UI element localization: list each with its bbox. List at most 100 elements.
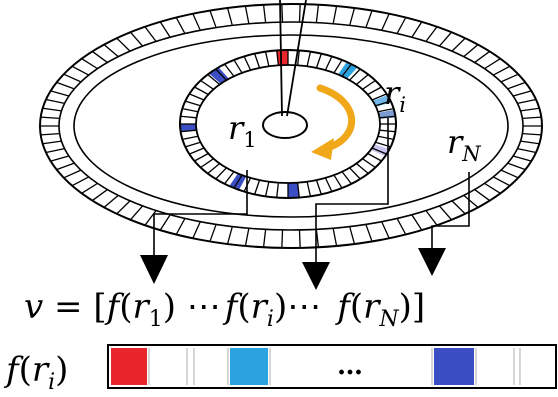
inner-ring-tick xyxy=(349,68,361,81)
inner-ring-tick xyxy=(224,63,235,77)
outer-ring-tick xyxy=(192,13,201,31)
inner-ring-colored-cell xyxy=(180,124,197,132)
outer-ring-tick xyxy=(411,21,423,38)
outer-ring-tick xyxy=(451,37,466,52)
inner-ring-tick xyxy=(341,171,352,185)
outer-ring-band xyxy=(39,3,543,249)
outer-ring-tick xyxy=(81,58,98,70)
inner-ring-tick xyxy=(349,167,361,180)
inner-ring-colored-cell xyxy=(276,50,288,66)
outer-ring-tick xyxy=(512,90,532,97)
inner-ring-tick xyxy=(254,53,261,69)
outer-ring-tick xyxy=(365,224,373,242)
outer-ring-tick xyxy=(500,73,519,83)
inner-ring-tick xyxy=(315,53,322,69)
connector-ri xyxy=(302,118,389,290)
inner-ring-tick xyxy=(355,162,369,175)
feature-bar: … xyxy=(107,344,557,389)
outer-ring-tick xyxy=(381,221,390,239)
outer-ring-tick xyxy=(45,147,65,154)
feature-cell-cyan xyxy=(230,348,268,385)
inner-ring-tick xyxy=(264,181,270,197)
outer-ring-tick xyxy=(159,21,171,38)
outer-ring-tick xyxy=(451,200,466,215)
inner-ring-tick xyxy=(324,56,333,71)
outer-ring-tick xyxy=(474,189,491,202)
inner-ring-tick xyxy=(362,79,376,90)
outer-ring-tick xyxy=(484,182,501,194)
outer-ring-tick xyxy=(209,224,217,242)
inner-ring-tick xyxy=(200,79,214,90)
inner-ring-tick xyxy=(207,73,221,86)
outer-ring-tick xyxy=(298,4,301,23)
inner-ring-ticks xyxy=(180,50,396,198)
inner-ring-tick xyxy=(182,107,199,113)
outer-ring-tick xyxy=(463,194,479,208)
inner-ring-tick xyxy=(254,179,261,195)
outer-ring-tick xyxy=(507,162,526,171)
feature-bar-ellipsis: … xyxy=(337,351,363,381)
outer-ring-tick xyxy=(520,140,540,145)
inner-ring-tick xyxy=(189,147,205,155)
inner-ring-tick xyxy=(306,51,312,67)
outer-ring-tick xyxy=(315,4,320,23)
outer-ring-tick xyxy=(463,44,479,58)
outer-ring-tick xyxy=(175,17,186,34)
outer-ring-ticks xyxy=(40,4,542,248)
outer-ring-tick xyxy=(56,162,75,171)
inner-ring-colored-cell xyxy=(209,67,229,84)
outer-ring-tick xyxy=(244,228,250,247)
inner-ring-tick xyxy=(180,115,197,119)
center-ellipse xyxy=(262,111,308,139)
outer-ring-tick xyxy=(396,17,407,34)
outer-ring-tick xyxy=(262,4,267,23)
outer-ring-tick xyxy=(226,7,233,26)
connector-rN xyxy=(418,172,470,276)
outer-ring-tick xyxy=(40,132,60,136)
outer-ring-tick xyxy=(474,50,491,63)
outer-ring-tick xyxy=(349,226,356,245)
feature-row-label: f(ri) xyxy=(3,350,68,395)
outer-ring-tick xyxy=(116,200,131,215)
inner-ring-tick xyxy=(185,141,201,148)
outer-ring-tick xyxy=(425,210,438,226)
outer-ring-tick xyxy=(365,10,373,28)
radius-line-left xyxy=(279,0,283,117)
inner-ring-tick xyxy=(377,135,394,141)
inner-ring-colored-cell xyxy=(372,95,392,107)
outer-ring-tick xyxy=(520,107,540,112)
inner-ring-tick xyxy=(264,51,270,67)
label-ri: ri xyxy=(384,74,406,117)
outer-ring-tick xyxy=(522,132,542,136)
outer-ring-tick xyxy=(116,37,131,52)
outer-ring-tick xyxy=(281,4,284,23)
outer-ring-tick xyxy=(56,81,75,90)
outer-ring-tick xyxy=(159,214,171,231)
outer-ring-tick xyxy=(493,65,511,76)
inner-ring-tick xyxy=(215,68,227,81)
inner-ring-tick xyxy=(276,182,280,198)
outer-ring-tick xyxy=(262,229,267,248)
outer-ring-tick xyxy=(500,169,519,179)
inner-ring-tick xyxy=(371,93,387,101)
inner-ring-tick xyxy=(180,129,197,133)
outer-ring-tick xyxy=(517,98,537,105)
outer-ring-tick xyxy=(332,5,338,24)
outer-ring-tick xyxy=(103,44,119,58)
rotation-arrow xyxy=(311,84,356,160)
outer-ring-tick xyxy=(175,218,186,235)
outer-ring-tick xyxy=(281,229,284,248)
inner-ring-tick xyxy=(296,50,300,66)
inner-ring-tick xyxy=(367,86,382,96)
outer-ring-tick xyxy=(129,31,144,47)
outer-ring-tick xyxy=(298,229,301,248)
inner-ring-tick xyxy=(276,50,280,66)
outer-ring-tick xyxy=(45,98,65,105)
outer-ring-tick xyxy=(63,73,82,83)
outer-ring-tick xyxy=(144,26,157,42)
inner-ring-tick xyxy=(379,115,396,119)
outer-ring-tick xyxy=(507,81,526,90)
outer-ring-tick xyxy=(484,58,501,70)
outer-ring-tick xyxy=(63,169,82,179)
